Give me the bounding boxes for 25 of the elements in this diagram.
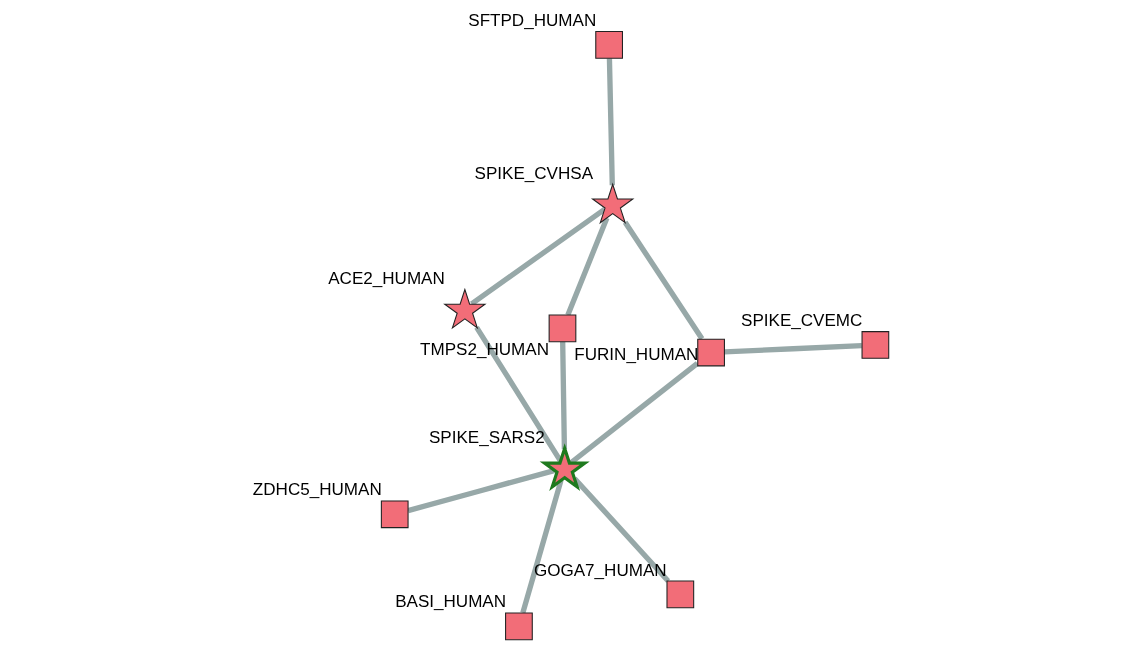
node-label: SFTPD_HUMAN <box>467 10 596 30</box>
node-box <box>548 314 576 343</box>
node-box <box>861 331 889 359</box>
node-label: SPIKE_SARS2 <box>428 427 545 447</box>
connector <box>559 341 567 450</box>
connector <box>406 468 555 514</box>
node-label: TMPS2_HUMAN <box>419 340 549 360</box>
node-star <box>442 287 487 330</box>
node-box <box>696 338 725 367</box>
connector <box>723 342 862 355</box>
node-label: ACE2_HUMAN <box>327 268 445 288</box>
node-box <box>665 580 694 609</box>
node-label: SPIKE_CVHSA <box>474 163 593 183</box>
connector <box>606 58 615 186</box>
connector <box>519 479 563 614</box>
connector <box>564 216 609 316</box>
node-label: BASI_HUMAN <box>394 592 506 612</box>
node-box <box>594 30 623 59</box>
node-star <box>590 182 634 225</box>
node-box <box>380 500 409 529</box>
node-label: GOGA7_HUMAN <box>533 560 667 580</box>
node-box <box>504 612 533 641</box>
node-label: FURIN_HUMAN <box>573 345 698 365</box>
node-label: ZDHC5_HUMAN <box>252 480 382 500</box>
node-label: SPIKE_CVEMC <box>740 311 862 331</box>
